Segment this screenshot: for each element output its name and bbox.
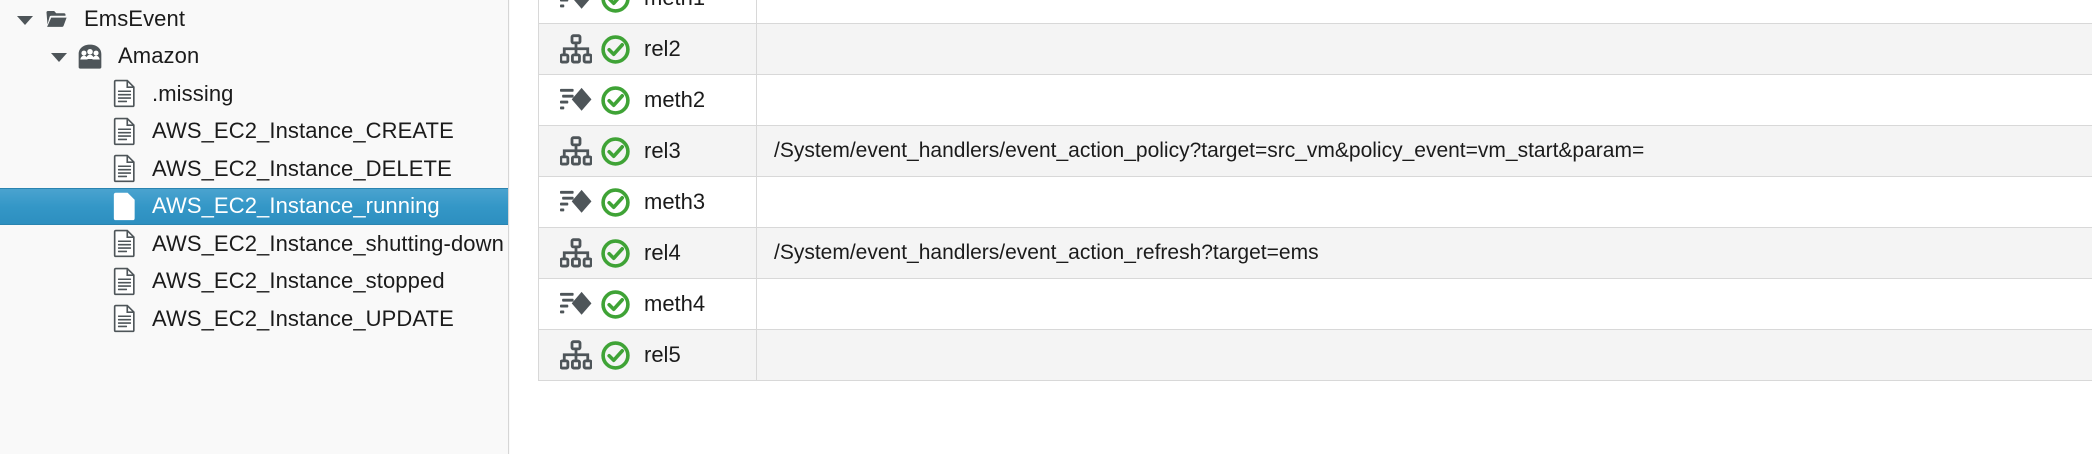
fields-table: meth1 rel2 meth2 rel3/System/event_handlers… bbox=[538, 0, 2092, 381]
relationship-icon bbox=[559, 32, 593, 66]
tree-item-label: AWS_EC2_Instance_shutting-down bbox=[152, 230, 504, 256]
tree-caret-spacer bbox=[82, 158, 104, 180]
table-row[interactable]: meth4 bbox=[538, 278, 2092, 330]
tree-item-aws-ec2-instance-stopped[interactable]: AWS_EC2_Instance_stopped bbox=[0, 263, 508, 301]
document-icon bbox=[108, 191, 140, 221]
tree-item-label: AWS_EC2_Instance_running bbox=[152, 193, 440, 219]
check-circle-green-icon bbox=[600, 289, 631, 320]
tree-item-emsevent[interactable]: EmsEvent bbox=[0, 0, 508, 38]
row-label: rel4 bbox=[644, 240, 681, 265]
table-row[interactable]: meth3 bbox=[538, 176, 2092, 228]
row-name-cell: rel4 bbox=[538, 227, 757, 279]
row-name-cell: rel2 bbox=[538, 23, 757, 75]
tree-item-label: AWS_EC2_Instance_stopped bbox=[152, 268, 445, 294]
tree-caret-spacer bbox=[82, 195, 104, 217]
row-name-cell: rel5 bbox=[538, 329, 757, 381]
relationship-icon bbox=[559, 236, 593, 270]
table-row[interactable]: meth1 bbox=[538, 0, 2092, 24]
row-value-cell[interactable] bbox=[756, 23, 2092, 75]
row-name-wrap: rel2 bbox=[559, 32, 756, 66]
chevron-down-icon[interactable] bbox=[48, 45, 70, 67]
row-name-wrap: rel4 bbox=[559, 236, 756, 270]
tree-item-label: Amazon bbox=[118, 43, 200, 69]
row-name-wrap: meth3 bbox=[559, 185, 756, 219]
folder-open-icon bbox=[40, 4, 72, 34]
row-value-cell[interactable] bbox=[756, 278, 2092, 330]
method-icon bbox=[559, 287, 593, 321]
document-icon bbox=[108, 266, 140, 296]
tree-item-aws-ec2-instance-update[interactable]: AWS_EC2_Instance_UPDATE bbox=[0, 300, 508, 338]
row-name-cell: rel3 bbox=[538, 125, 757, 177]
document-icon bbox=[108, 229, 140, 259]
table-row[interactable]: rel3/System/event_handlers/event_action_… bbox=[538, 125, 2092, 177]
tree-caret-spacer bbox=[82, 308, 104, 330]
document-icon bbox=[108, 304, 140, 334]
row-label: rel3 bbox=[644, 138, 681, 163]
document-icon bbox=[108, 154, 140, 184]
tree-caret-spacer bbox=[82, 270, 104, 292]
row-value-cell[interactable]: /System/event_handlers/event_action_refr… bbox=[756, 227, 2092, 279]
tree-item-label: .missing bbox=[152, 80, 234, 106]
row-label: meth2 bbox=[644, 87, 706, 112]
check-circle-green-icon bbox=[600, 187, 631, 218]
tree-item-label: AWS_EC2_Instance_CREATE bbox=[152, 118, 454, 144]
row-value-cell[interactable] bbox=[756, 176, 2092, 228]
check-circle-green-icon bbox=[600, 0, 631, 14]
tree-caret-spacer bbox=[82, 120, 104, 142]
domain-group-icon bbox=[74, 41, 106, 71]
table-row[interactable]: rel2 bbox=[538, 23, 2092, 75]
row-name-wrap: meth2 bbox=[559, 83, 756, 117]
check-circle-green-icon bbox=[600, 340, 631, 371]
row-label: meth3 bbox=[644, 189, 706, 214]
check-circle-green-icon bbox=[600, 34, 631, 65]
tree-caret-spacer bbox=[82, 83, 104, 105]
tree-item-amazon[interactable]: Amazon bbox=[0, 38, 508, 76]
method-icon bbox=[559, 185, 593, 219]
method-icon bbox=[559, 0, 593, 15]
chevron-down-icon[interactable] bbox=[14, 8, 36, 30]
row-label: meth4 bbox=[644, 291, 706, 316]
row-label: rel2 bbox=[644, 36, 681, 61]
row-name-wrap: rel5 bbox=[559, 338, 756, 372]
relationship-icon bbox=[559, 338, 593, 372]
row-value-cell[interactable]: /System/event_handlers/event_action_poli… bbox=[756, 125, 2092, 177]
tree-item-label: EmsEvent bbox=[84, 5, 186, 31]
row-name-wrap: meth1 bbox=[559, 0, 756, 15]
tree-item-label: AWS_EC2_Instance_UPDATE bbox=[152, 305, 454, 331]
row-value-cell[interactable] bbox=[756, 329, 2092, 381]
tree-item-aws-ec2-instance-delete[interactable]: AWS_EC2_Instance_DELETE bbox=[0, 150, 508, 188]
fields-table-panel[interactable]: meth1 rel2 meth2 rel3/System/event_handlers… bbox=[510, 0, 2092, 454]
table-row[interactable]: meth2 bbox=[538, 74, 2092, 126]
row-label: meth1 bbox=[644, 0, 705, 11]
table-row[interactable]: rel5 bbox=[538, 329, 2092, 381]
row-label: rel5 bbox=[644, 342, 681, 367]
row-value-cell[interactable] bbox=[756, 74, 2092, 126]
row-name-cell: meth2 bbox=[538, 74, 757, 126]
check-circle-green-icon bbox=[600, 136, 631, 167]
tree-caret-spacer bbox=[82, 233, 104, 255]
tree-item--missing[interactable]: .missing bbox=[0, 75, 508, 113]
tree-item-aws-ec2-instance-running[interactable]: AWS_EC2_Instance_running bbox=[0, 187, 508, 225]
check-circle-green-icon bbox=[600, 238, 631, 269]
row-name-cell: meth3 bbox=[538, 176, 757, 228]
row-name-cell: meth4 bbox=[538, 278, 757, 330]
row-name-cell: meth1 bbox=[538, 0, 757, 24]
row-name-wrap: rel3 bbox=[559, 134, 756, 168]
row-value-cell[interactable] bbox=[756, 0, 2092, 24]
row-name-wrap: meth4 bbox=[559, 287, 756, 321]
relationship-icon bbox=[559, 134, 593, 168]
check-circle-green-icon bbox=[600, 85, 631, 116]
tree-item-aws-ec2-instance-create[interactable]: AWS_EC2_Instance_CREATE bbox=[0, 113, 508, 151]
table-row[interactable]: rel4/System/event_handlers/event_action_… bbox=[538, 227, 2092, 279]
document-icon bbox=[108, 116, 140, 146]
tree-item-aws-ec2-instance-shutting-down[interactable]: AWS_EC2_Instance_shutting-down bbox=[0, 225, 508, 263]
document-icon bbox=[108, 79, 140, 109]
tree-item-label: AWS_EC2_Instance_DELETE bbox=[152, 155, 452, 181]
method-icon bbox=[559, 83, 593, 117]
